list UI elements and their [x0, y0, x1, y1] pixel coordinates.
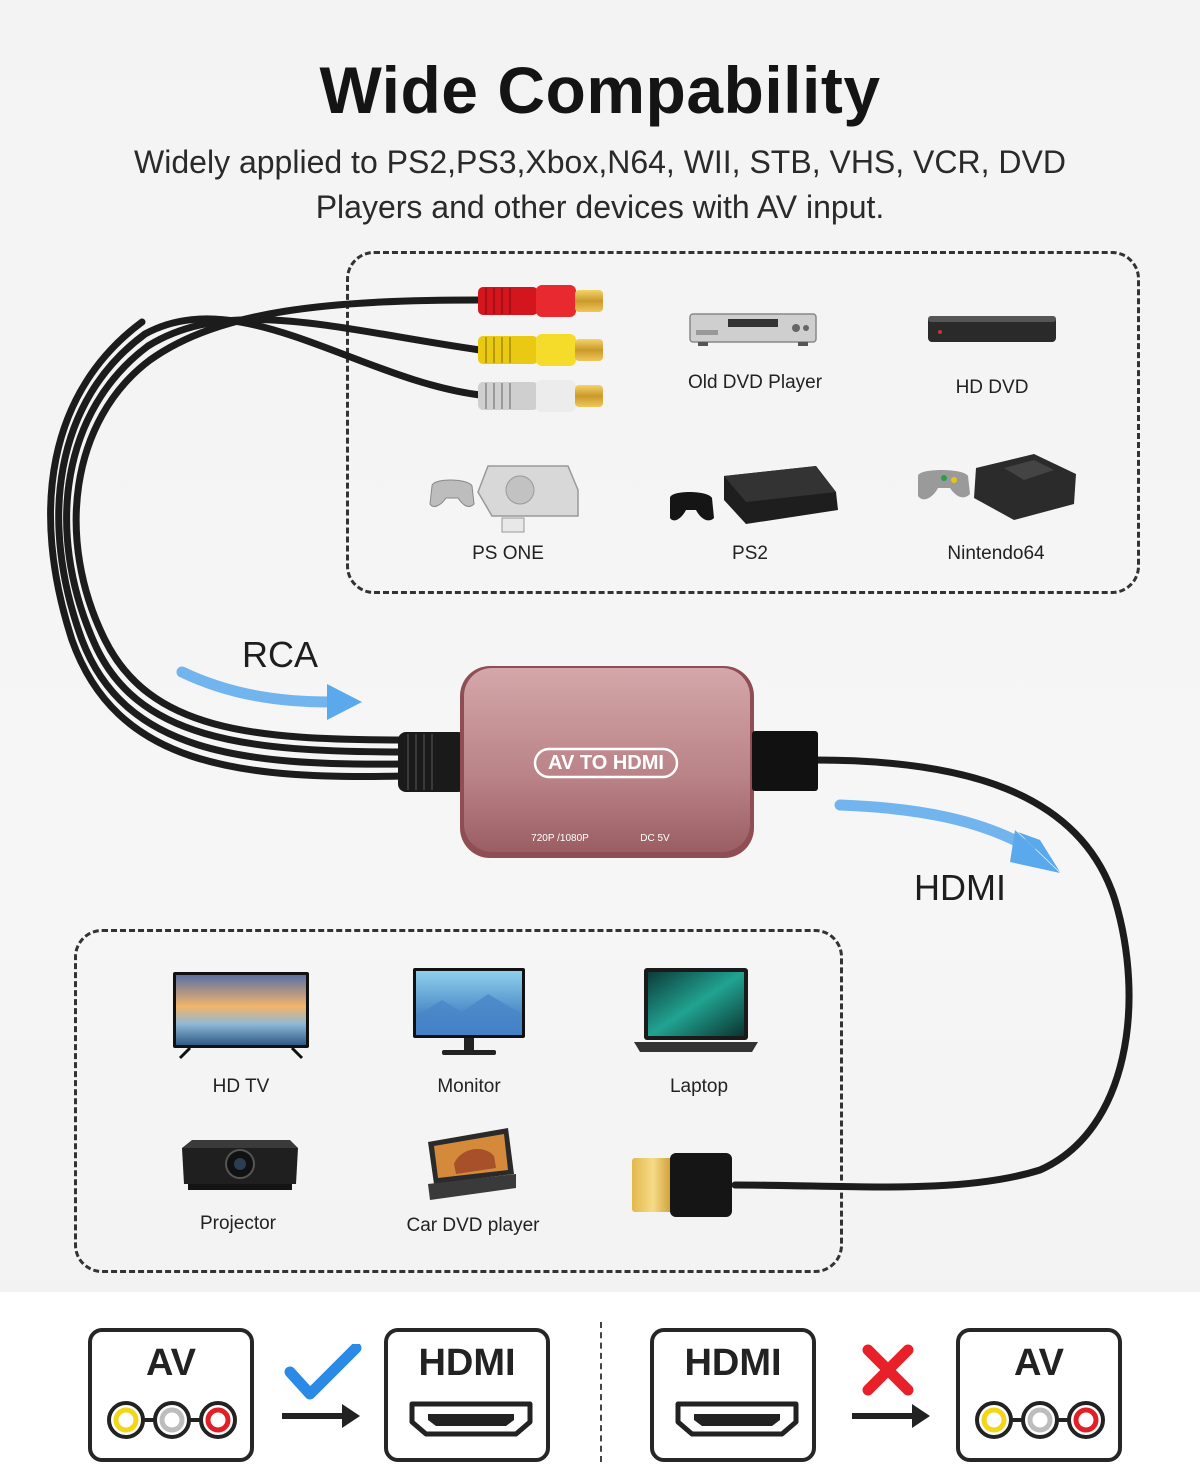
- projector-icon: [182, 1140, 298, 1190]
- rca-cable-bundle: [47, 296, 484, 781]
- n64-console-icon: [918, 454, 1076, 520]
- rca-jacks-icon: [975, 1401, 1105, 1439]
- device-label-hd-dvd: HD DVD: [955, 377, 1029, 398]
- rca-yellow-plug: [478, 334, 603, 366]
- rca-flow-arrow: [176, 666, 362, 720]
- rca-red-plug: [478, 285, 603, 317]
- hdmi-port-icon: [409, 1401, 533, 1437]
- supported-target-label: HDMI: [418, 1342, 516, 1384]
- device-label-hd-tv: HD TV: [212, 1076, 270, 1097]
- device-label-laptop: Laptop: [669, 1076, 729, 1097]
- hdmi-plug: [632, 1153, 732, 1217]
- unsupported-target-av-box: AV: [956, 1328, 1122, 1462]
- hdmi-port-icon: [675, 1401, 799, 1437]
- subtitle-line-2: Players and other devices with AV input.: [315, 189, 885, 225]
- device-label-monitor: Monitor: [437, 1076, 501, 1097]
- rca-label: RCA: [242, 634, 319, 675]
- supported-source-label: AV: [146, 1342, 196, 1384]
- ps2-console-icon: [670, 466, 838, 524]
- ps-one-console-icon: [429, 465, 579, 533]
- adapter-power: DC 5V: [640, 833, 670, 844]
- cable-diagram: [47, 285, 1133, 1217]
- supported-source-av-box: AV: [88, 1328, 254, 1462]
- device-label-old-dvd: Old DVD Player: [687, 372, 823, 393]
- page-title: Wide Compability: [319, 53, 881, 127]
- check-arrow-icon: [282, 1344, 362, 1428]
- hd-dvd-icon: [928, 316, 1056, 342]
- car-dvd-player-icon: [428, 1128, 516, 1200]
- adapter-resolution: 720P /1080P: [531, 833, 589, 844]
- page-subtitle: Widely applied to PS2,PS3,Xbox,N64, WII,…: [100, 140, 1100, 230]
- output-devices-box: [74, 929, 843, 1273]
- hdmi-flow-arrow: [834, 799, 1060, 873]
- rca-jacks-icon: [107, 1401, 237, 1439]
- device-label-ps-one: PS ONE: [472, 543, 544, 564]
- section-divider: [600, 1322, 602, 1462]
- device-label-projector: Projector: [199, 1213, 277, 1234]
- supported-target-hdmi-box: HDMI: [384, 1328, 550, 1462]
- rca-white-plug: [478, 380, 603, 412]
- dvd-player-icon: [689, 313, 817, 346]
- input-devices-box: [346, 251, 1140, 594]
- device-label-car-dvd: Car DVD player: [406, 1215, 540, 1236]
- laptop-icon: [634, 968, 758, 1052]
- subtitle-line-1: Widely applied to PS2,PS3,Xbox,N64, WII,…: [134, 144, 1066, 180]
- hdmi-label: HDMI: [914, 867, 1006, 908]
- unsupported-target-label: AV: [1014, 1342, 1064, 1384]
- device-label-ps2: PS2: [732, 543, 768, 564]
- cross-arrow-icon: [852, 1344, 930, 1428]
- tv-icon: [173, 972, 309, 1060]
- adapter-name: AV TO HDMI: [548, 752, 664, 774]
- monitor-icon: [413, 968, 525, 1055]
- device-label-n64: Nintendo64: [947, 543, 1045, 564]
- rca-cable-boot: [398, 732, 466, 792]
- av-to-hdmi-adapter: [460, 666, 818, 858]
- unsupported-source-label: HDMI: [684, 1342, 782, 1384]
- hdmi-cable: [731, 756, 1133, 1191]
- unsupported-source-hdmi-box: HDMI: [650, 1328, 816, 1462]
